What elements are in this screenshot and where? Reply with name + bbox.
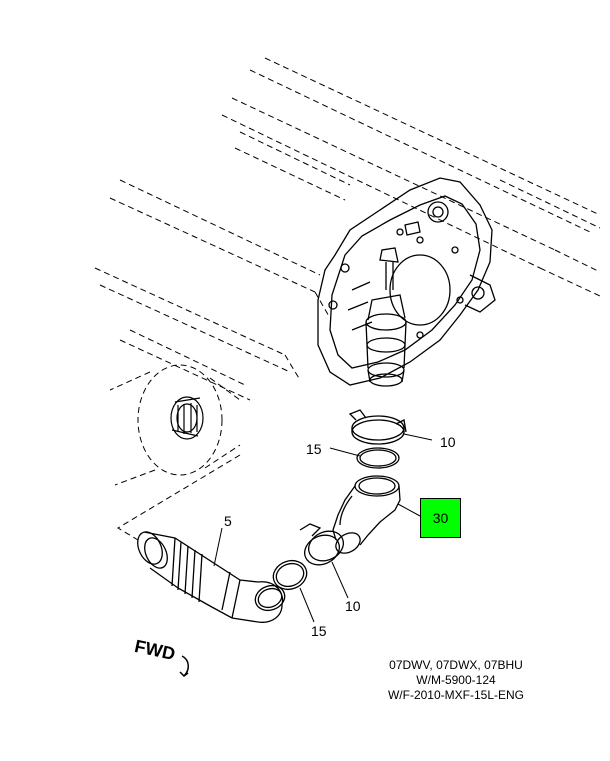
engine-housing	[317, 177, 496, 387]
forward-arrow-icon	[179, 655, 189, 677]
exhaust-pipe	[137, 531, 286, 623]
leader-lines	[213, 433, 433, 623]
muffler-outlet	[170, 396, 204, 440]
footer-line-1: 07DWV, 07DWX, 07BHU	[389, 658, 523, 672]
applicability-note: 07DWV, 07DWX, 07BHU W/M-5900-124 W/F-201…	[388, 658, 524, 703]
upper-seal-ring	[356, 447, 400, 469]
callout-seal-upper: 15	[306, 441, 322, 457]
phantom-connection	[117, 454, 241, 541]
phantom-chassis-rails	[94, 57, 601, 401]
footer-line-3: W/F-2010-MXF-15L-ENG	[387, 688, 524, 702]
callout-clamp-lower: 10	[345, 598, 361, 614]
upper-v-band-clamp	[348, 409, 407, 445]
callout-seal-lower: 15	[311, 623, 327, 639]
callout-pipe: 5	[224, 513, 232, 529]
callout-clamp-upper: 10	[440, 434, 456, 450]
exhaust-elbow	[332, 475, 401, 554]
lower-v-band-clamp	[299, 523, 345, 566]
footer-line-2: W/M-5900-124	[416, 673, 496, 687]
phantom-muffler	[109, 364, 241, 486]
callout-elbow-highlight: 30	[420, 498, 461, 538]
lower-seal-ring	[272, 559, 308, 591]
